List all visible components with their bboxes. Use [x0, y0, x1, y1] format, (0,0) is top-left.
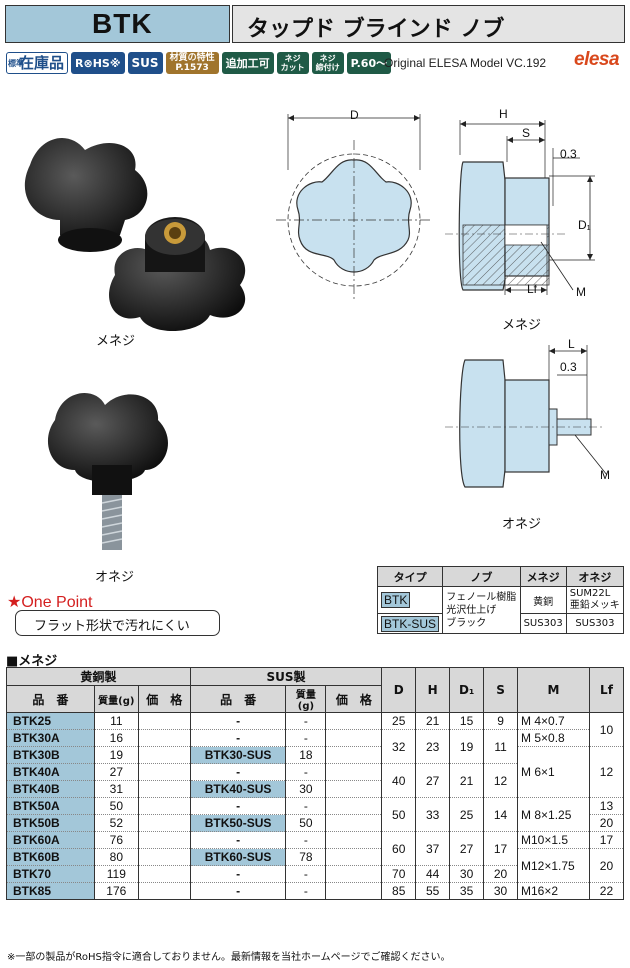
header-sus-part: 品 番 [189, 685, 287, 713]
one-point-box: フラット形状で汚れにくい [15, 610, 220, 636]
type-btk: BTK [376, 586, 444, 614]
dim-lf-label: Lf [527, 282, 538, 296]
header-brass-mass: 質量(g) [93, 685, 139, 713]
one-point-text: フラット形状で汚れにくい [34, 619, 190, 634]
type-sus-male: SUS303 [565, 613, 625, 634]
top-view-drawing [276, 114, 432, 300]
type-header-type: タイプ [376, 566, 444, 587]
product-code-box: BTK [5, 5, 230, 43]
dim-m-label-male: M [600, 468, 610, 482]
badge-rohs: R⊗HS※ [71, 52, 125, 74]
dim-s-label: S [522, 126, 531, 140]
type-btk-female: 黄銅 [519, 586, 567, 614]
type-sus-female: SUS303 [519, 613, 567, 634]
header-h: H [415, 667, 451, 713]
badge-stock: 標準在庫品 [6, 52, 69, 74]
header-sus-mass: 質量(g) [285, 685, 327, 713]
type-btk-sus: BTK-SUS [376, 613, 444, 634]
product-code: BTK [92, 8, 153, 39]
type-knob-material: フェノール樹脂 光沢仕上げ ブラック [442, 586, 521, 634]
type-table: タイプ ノブ メネジ オネジ BTK フェノール樹脂 光沢仕上げ ブラック 黄銅… [376, 566, 625, 634]
dim-d-label: D [350, 108, 359, 122]
type-header-knob: ノブ [442, 566, 521, 587]
male-photo-caption: オネジ [95, 570, 135, 585]
dim-d1-label: D₁ [578, 218, 591, 232]
dim-m-label: M [576, 285, 586, 299]
header-sus: SUS製 [189, 667, 383, 686]
brand-logo: elesa [574, 49, 620, 70]
header-d: D [381, 667, 417, 713]
section-title: ■メネジ [6, 654, 58, 669]
footnote: ※一部の製品がRoHS指令に適合しておりません。最新情報を当社ホームページでご確… [7, 952, 451, 963]
dim-l-label: L [568, 337, 575, 351]
type-header-female: メネジ [519, 566, 567, 587]
female-side-drawing [445, 120, 595, 295]
one-point-title: ★One Point [7, 594, 93, 611]
badge-thread-tighten: ネジ締付け [311, 52, 344, 74]
dim-gap-bottom: 0.3 [560, 360, 577, 374]
product-name-box: タップド ブラインド ノブ [232, 5, 625, 43]
badge-additional-machining: 追加工可 [221, 52, 274, 74]
header-brass-part: 品 番 [6, 685, 95, 713]
female-knob-photo [24, 138, 246, 332]
header-sus-price: 価 格 [325, 685, 383, 713]
spec-table: 黄銅製 SUS製 D H D₁ S M Lf 品 番 質量(g) 価 格 品 番… [6, 667, 625, 900]
original-model: Original ELESA Model VC.192 [384, 56, 547, 70]
male-drawing-caption: オネジ [502, 517, 542, 532]
male-knob-photo [47, 393, 168, 550]
badge-thread-cut: ネジカット [276, 52, 309, 74]
dim-h-label: H [499, 107, 508, 121]
header-m: M [517, 667, 590, 713]
type-header-male: オネジ [565, 566, 625, 587]
dim-gap-top: 0.3 [560, 147, 577, 161]
header-brass: 黄銅製 [6, 667, 191, 686]
badge-sus: SUS [127, 52, 163, 74]
male-side-drawing [445, 345, 608, 488]
header-d1: D₁ [449, 667, 485, 713]
female-photo-caption: メネジ [96, 334, 136, 349]
header-lf: Lf [588, 667, 625, 713]
female-drawing-caption: メネジ [502, 318, 542, 333]
product-name: タップド ブラインド ノブ [247, 17, 505, 42]
header-brass-price: 価 格 [137, 685, 191, 713]
badge-page-ref: P.60～ [346, 52, 392, 74]
header-s: S [483, 667, 519, 713]
